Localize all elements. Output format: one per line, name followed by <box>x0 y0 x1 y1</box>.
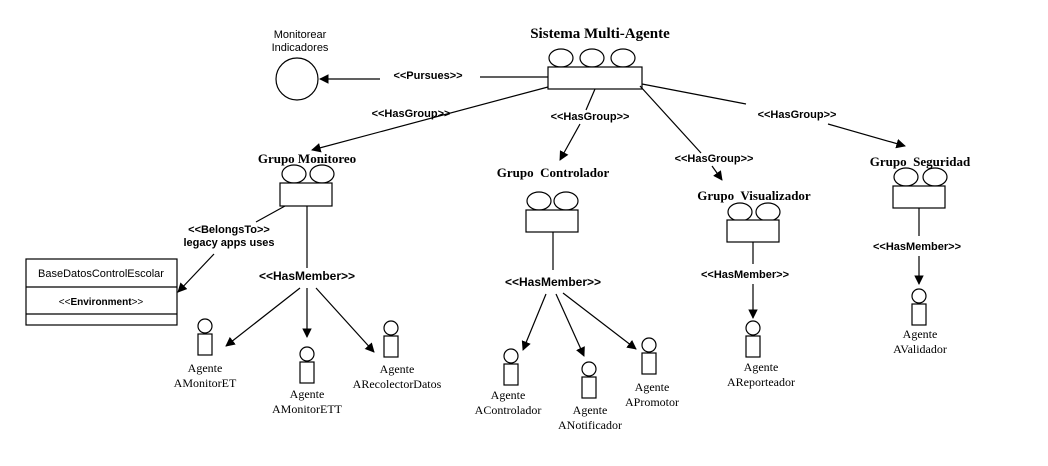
member-edge-controlador <box>521 293 547 351</box>
group-title-visualizador: Grupo Visualizador <box>697 188 811 203</box>
hasgroup-edge-visualizador-lower <box>711 165 723 181</box>
group-icon-visualizador <box>726 202 781 243</box>
environment-stereotype-word: Environment <box>70 297 132 308</box>
system-organization-icon <box>547 48 643 90</box>
agent-label-promotor-line2: APromotor <box>625 395 679 409</box>
hasgroup-label-monitoreo: <<HasGroup>> <box>372 108 451 120</box>
agent-label-notificador-line2: ANotificador <box>558 418 622 432</box>
agent-icon-monitor-ett <box>299 346 315 384</box>
hasgroup-edge-visualizador <box>639 85 702 154</box>
group-icon-controlador <box>525 191 579 233</box>
environment-name: BaseDatosControlEscolar <box>38 268 164 280</box>
hasmember-label-monitoreo: <<HasMember>> <box>259 269 355 283</box>
agent-icon-validador <box>911 288 927 326</box>
agent-label-reporteador-line2: AReporteador <box>727 375 795 389</box>
pursues-label: <<Pursues>> <box>393 70 462 82</box>
member-edge-recolector <box>315 287 375 353</box>
hasmember-label-controlador: <<HasMember>> <box>505 275 601 289</box>
environment-stereotype: <<Environment>> <box>59 297 144 308</box>
group-icon-seguridad <box>892 167 948 209</box>
hasgroup-edge-monitoreo <box>311 86 549 153</box>
hasgroup-label-seguridad: <<HasGroup>> <box>758 109 837 121</box>
agent-label-validador-line2: AValidador <box>893 342 947 356</box>
environment-box <box>25 258 178 326</box>
group-title-monitoreo: Grupo Monitoreo <box>258 151 356 166</box>
goal-circle-icon <box>275 57 319 101</box>
belongsto-arrow-env <box>177 253 215 293</box>
agent-label-controlador-line2: AControlador <box>475 403 542 417</box>
hasgroup-label-controlador: <<HasGroup>> <box>551 111 630 123</box>
goal-label-line1: Monitorear <box>274 29 327 41</box>
group-title-seguridad: Grupo Seguridad <box>870 154 971 169</box>
member-edge-notificador <box>555 293 585 357</box>
hasgroup-edge-seguridad-lower <box>827 123 906 149</box>
member-edge-monitor-et <box>225 287 301 347</box>
agent-label-monitor-et-line1: Agente <box>188 361 223 375</box>
group-title-controlador: Grupo Controlador <box>497 165 610 180</box>
hasmember-label-visualizador: <<HasMember>> <box>701 269 789 281</box>
agent-label-promotor-line1: Agente <box>635 380 670 394</box>
agent-label-reporteador-line1: Agente <box>744 360 779 374</box>
hasgroup-edge-controlador-lower <box>559 123 581 161</box>
goal-label-line2: Indicadores <box>272 42 329 54</box>
agent-icon-controlador <box>503 348 519 386</box>
belongsto-label-line1: <<BelongsTo>> <box>188 224 270 236</box>
agent-label-validador-line1: Agente <box>903 327 938 341</box>
agent-label-controlador-line1: Agente <box>491 388 526 402</box>
hasmember-label-seguridad: <<HasMember>> <box>873 241 961 253</box>
agent-label-monitor-ett-line1: Agente <box>290 387 325 401</box>
hasgroup-label-visualizador: <<HasGroup>> <box>675 153 754 165</box>
agent-icon-monitor-et <box>197 318 213 356</box>
agent-label-monitor-ett-line2: AMonitorETT <box>272 402 343 416</box>
agent-label-notificador-line1: Agente <box>573 403 608 417</box>
agent-icon-recolector <box>383 320 399 358</box>
group-icon-monitoreo <box>279 164 335 207</box>
belongsto-label-line2: legacy apps uses <box>183 237 274 249</box>
belongsto-edge <box>255 205 286 223</box>
system-title: Sistema Multi-Agente <box>530 26 670 42</box>
agent-label-recolector-line1: Agente <box>380 362 415 376</box>
member-edge-promotor <box>562 292 637 350</box>
hasgroup-edge-seguridad <box>641 83 747 105</box>
hasgroup-edge-controlador <box>585 88 596 111</box>
agent-label-monitor-et-line2: AMonitorET <box>174 376 237 390</box>
environment-stereotype-prefix: << <box>59 297 71 308</box>
environment-stereotype-suffix: >> <box>132 297 144 308</box>
agent-icon-notificador <box>581 361 597 399</box>
agent-label-recolector-line2: ARecolectorDatos <box>353 377 442 391</box>
agent-icon-reporteador <box>745 320 761 358</box>
agent-icon-promotor <box>641 337 657 375</box>
